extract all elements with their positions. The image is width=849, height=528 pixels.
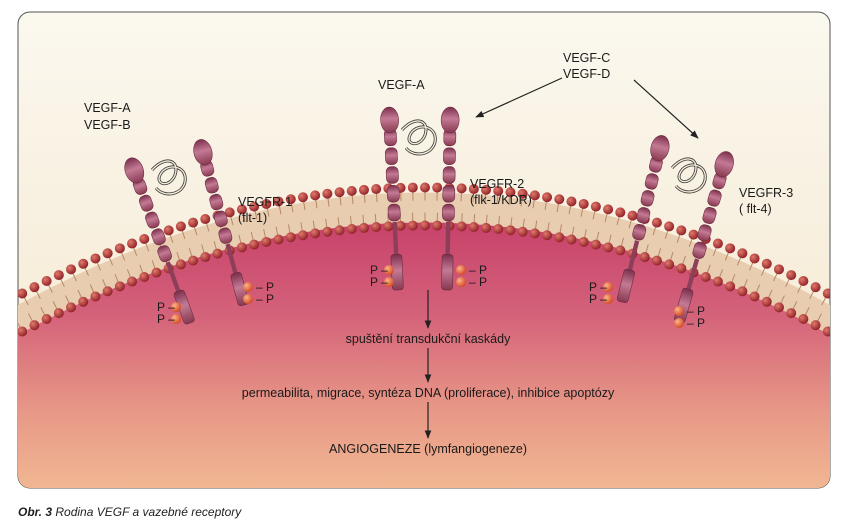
phosphate-vegfr1-right: – P– P: [243, 280, 274, 306]
label-vegfr3-1: VEGFR-3: [739, 186, 793, 200]
receptors: [124, 106, 734, 325]
phosphate-label: – P: [469, 263, 487, 277]
label-vegf-ab-1: VEGF-A: [84, 101, 131, 115]
phosphate-label: – P: [469, 275, 487, 289]
phosphate-label: P –: [589, 280, 607, 294]
cascade-step-2: permeabilita, migrace, syntéza DNA (prol…: [242, 386, 615, 400]
phosphate-label: P –: [157, 300, 175, 314]
receptor-vegfr1-arm-left: [124, 157, 195, 325]
label-vegfr3-2: ( flt-4): [739, 202, 772, 216]
phosphate-label: P –: [157, 312, 175, 326]
lipid-heads: [18, 182, 830, 337]
label-vegfr2-2: (flk-1/KDR): [470, 193, 532, 207]
label-vegf-cd-1: VEGF-C: [563, 51, 610, 65]
label-vegf-ab-2: VEGF-B: [84, 118, 131, 132]
phosphate-vegfr2-left: P –P –: [370, 263, 394, 289]
phosphate-label: P –: [370, 275, 388, 289]
vegf-ligand-vegfr3: [670, 157, 707, 194]
caption-text: Rodina VEGF a vazebné receptory: [55, 505, 242, 519]
phosphate-label: – P: [687, 316, 705, 330]
phosphate-label: – P: [687, 304, 705, 318]
label-vegf-cd-2: VEGF-D: [563, 67, 610, 81]
receptor-vegfr3-arm-left: [616, 135, 670, 303]
phosphate-vegfr3-right: – P– P: [674, 304, 705, 330]
phosphate-vegfr2-right: – P– P: [456, 263, 487, 289]
arrow-vegfcd-to-vegfr2: [475, 77, 563, 118]
cascade-step-1: spuštění transdukční kaskády: [346, 332, 511, 346]
phosphate-label: P –: [370, 263, 388, 277]
label-vegfr1-2: (flt-1): [238, 211, 267, 225]
label-vegfr2-1: VEGFR-2: [470, 177, 524, 191]
vegf-ligand-vegfr2: [400, 119, 437, 156]
receptor-vegfr2-arm-left: [380, 106, 404, 291]
phosphate-label: P –: [589, 292, 607, 306]
vegf-ligand-vegfr1: [150, 159, 187, 196]
phosphate-label: – P: [256, 280, 274, 294]
label-vegf-a-top: VEGF-A: [378, 78, 425, 92]
figure-caption: Obr. 3 Rodina VEGF a vazebné receptory: [18, 505, 241, 519]
arrow-vegfcd-to-vegfr3: [633, 79, 699, 139]
caption-number: Obr. 3: [18, 505, 53, 519]
receptor-vegfr3-arm-right: [674, 151, 734, 324]
phosphate-vegfr3-left: P –P –: [589, 280, 613, 306]
label-vegfr1-1: VEGFR-1: [238, 195, 292, 209]
phosphate-vegfr1-left: P –P –: [157, 300, 181, 326]
phosphate-label: – P: [256, 292, 274, 306]
receptor-vegfr2-arm-right: [440, 106, 460, 291]
cascade-step-3: ANGIOGENEZE (lymfangiogeneze): [329, 442, 527, 456]
